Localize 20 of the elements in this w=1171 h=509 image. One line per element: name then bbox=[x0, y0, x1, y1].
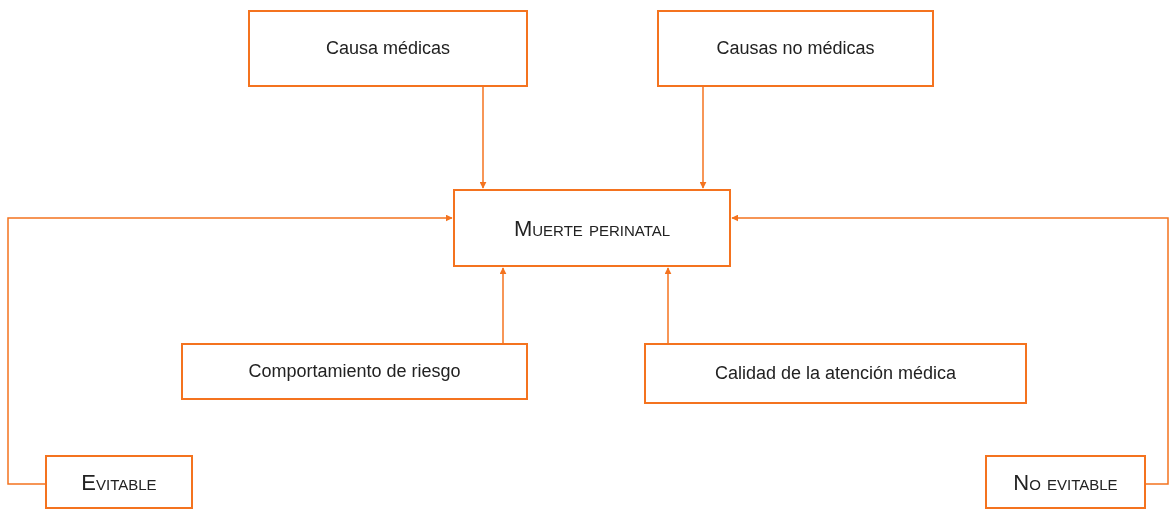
arrow bbox=[664, 267, 672, 344]
box-label: No evitable bbox=[1013, 468, 1118, 497]
box-label: Evitable bbox=[81, 468, 157, 497]
arrow bbox=[479, 86, 487, 189]
box-label: Calidad de la atención médica bbox=[714, 362, 957, 385]
box-label: Causa médicas bbox=[325, 37, 451, 60]
text-box bbox=[248, 10, 528, 87]
arrow bbox=[499, 267, 507, 344]
arrow bbox=[699, 86, 707, 189]
text-box bbox=[985, 455, 1146, 509]
arrow bbox=[7, 214, 453, 485]
box-label: Comportamiento de riesgo bbox=[248, 360, 461, 383]
arrow bbox=[731, 214, 1169, 485]
text-box bbox=[45, 455, 193, 509]
text-box bbox=[453, 189, 731, 267]
text-box bbox=[644, 343, 1027, 404]
text-box bbox=[657, 10, 934, 87]
box-label: Causas no médicas bbox=[716, 37, 875, 60]
text-box bbox=[181, 343, 528, 400]
box-label: Muerte perinatal bbox=[513, 214, 671, 243]
